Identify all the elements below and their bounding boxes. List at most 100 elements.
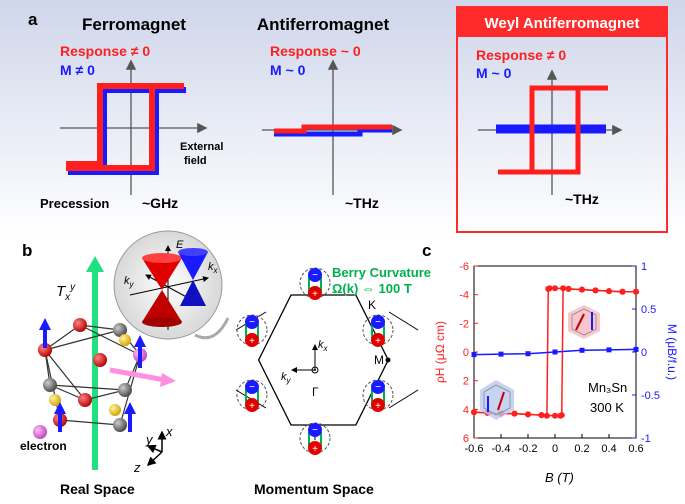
antiferro-m: M ~ 0	[270, 62, 306, 78]
cone-e-label: E	[176, 239, 184, 251]
ferromagnet-subpanel: Ferromagnet Response ≠ 0 M ≠ 0 External …	[40, 15, 223, 211]
panel-b-label: b	[22, 241, 32, 260]
ky-label: ky	[281, 371, 292, 385]
xyz-axes: x y z	[133, 424, 173, 475]
panel-c-label: c	[422, 241, 431, 260]
y-right-tick-label: -1	[641, 433, 651, 445]
k-point-label: K	[368, 298, 376, 312]
x-tick-label: 0	[552, 443, 558, 455]
weyl-title-bar	[457, 7, 667, 37]
weyl-m: M ~ 0	[476, 65, 512, 81]
x-tick-label: 0.2	[574, 443, 589, 455]
y-right-label: M (μB/f.u.)	[665, 324, 679, 380]
real-space-label: Real Space	[60, 481, 135, 497]
x-tick-label: 0.4	[601, 443, 616, 455]
red-cone-lower	[142, 290, 182, 322]
rho-data-point	[565, 285, 572, 292]
svg-text:+: +	[249, 336, 255, 347]
x-tick-label: -0.6	[465, 443, 484, 455]
blue-cone-lower	[180, 280, 206, 306]
blue-cone-upper	[178, 252, 208, 280]
y-right-tick-label: 0.5	[641, 304, 656, 316]
inset-pointer	[194, 317, 230, 340]
pink-arrow	[109, 367, 166, 383]
x-tick-label: -0.4	[492, 443, 511, 455]
panel-a-label: a	[28, 10, 38, 29]
svg-text:−: −	[312, 270, 318, 281]
y-left-tick-label: 4	[463, 404, 469, 416]
spin-arrows	[43, 328, 142, 432]
weyl-subpanel: Weyl Antiferromagnet Response ≠ 0 M ~ 0 …	[456, 6, 668, 233]
m-data-point	[552, 349, 558, 355]
ferro-freq: ~GHz	[142, 195, 178, 211]
y-left-tick-label: -2	[459, 318, 469, 330]
ferro-response: Response ≠ 0	[60, 43, 150, 59]
weyl-m-loop	[496, 124, 606, 134]
rho-data-point	[546, 285, 553, 292]
rho-data-point	[633, 288, 639, 295]
antiferro-response-loop	[274, 124, 392, 134]
svg-text:−: −	[375, 317, 381, 328]
y-left-tick-label: -6	[459, 261, 469, 273]
cone-ky-label: ky	[124, 275, 135, 289]
y-left-label: ρH (μΩ cm)	[433, 321, 447, 383]
x-axis-label: B (T)	[545, 470, 574, 485]
svg-text:−: −	[249, 382, 255, 393]
berry-curvature-label: Berry Curvature	[332, 265, 431, 280]
svg-text:+: +	[375, 336, 381, 347]
material-label: Mn₃Sn	[588, 380, 627, 395]
rho-data-point	[552, 412, 558, 419]
antiferro-m-loop	[274, 127, 392, 137]
gamma-label: Γ	[312, 385, 319, 399]
electron-label: electron	[20, 439, 67, 453]
y-right-tick-label: -0.5	[641, 390, 660, 402]
real-space-crystal: Txy	[20, 256, 176, 470]
pink-arrowhead	[160, 373, 176, 387]
svg-text:+: +	[375, 401, 381, 412]
svg-text:−: −	[375, 382, 381, 393]
crystal-inset-bottom	[480, 380, 514, 420]
rho-data-point	[552, 285, 558, 292]
temperature-label: 300 K	[590, 400, 624, 415]
green-axis-arrowhead	[86, 256, 104, 272]
rho-data-point	[592, 287, 599, 294]
panel-a: a Ferromagnet Response ≠ 0 M ≠ 0 Externa…	[0, 0, 685, 238]
svg-text:+: +	[312, 289, 318, 300]
y-right-tick-label: 0	[641, 347, 647, 359]
momentum-space-label: Momentum Space	[254, 481, 374, 497]
antiferro-title: Antiferromagnet	[257, 15, 390, 34]
axis-z-label: z	[133, 460, 141, 475]
axis-y-label: y	[145, 432, 154, 447]
m-data-point	[525, 351, 531, 357]
rho-data-point	[560, 285, 567, 292]
svg-text:+: +	[249, 401, 255, 412]
rho-data-point	[557, 412, 564, 419]
m-data-point	[471, 352, 477, 358]
weyl-response-loop	[498, 85, 608, 175]
weyl-title: Weyl Antiferromagnet	[484, 15, 639, 32]
rho-data-point	[579, 286, 585, 293]
rho-data-point	[525, 411, 531, 418]
svg-text:+: +	[312, 444, 318, 455]
electron-ball	[33, 425, 47, 439]
weyl-freq: ~THz	[565, 191, 599, 207]
x-tick-label: 0.6	[628, 443, 643, 455]
rho-data-point	[538, 412, 545, 419]
antiferromagnet-subpanel: Antiferromagnet Response ~ 0 M ~ 0 ~THz	[257, 15, 403, 211]
crystal-atoms	[38, 318, 147, 432]
rho-data-point	[606, 288, 612, 295]
rho-data-point	[511, 410, 518, 417]
brillouin-zone	[257, 294, 389, 426]
panel-b: b Txy	[20, 230, 431, 497]
spin-arrowheads	[39, 318, 146, 414]
rho-data-point	[471, 409, 477, 416]
y-left-tick-label: 2	[463, 376, 469, 388]
ferro-precession: Precession	[40, 196, 109, 211]
weyl-node-pairs: − + − + − +	[236, 267, 394, 455]
svg-text:−: −	[312, 425, 318, 436]
y-left-tick-label: 0	[463, 347, 469, 359]
m-data-point	[498, 351, 504, 357]
ferro-axis-label-1: External	[180, 141, 223, 153]
